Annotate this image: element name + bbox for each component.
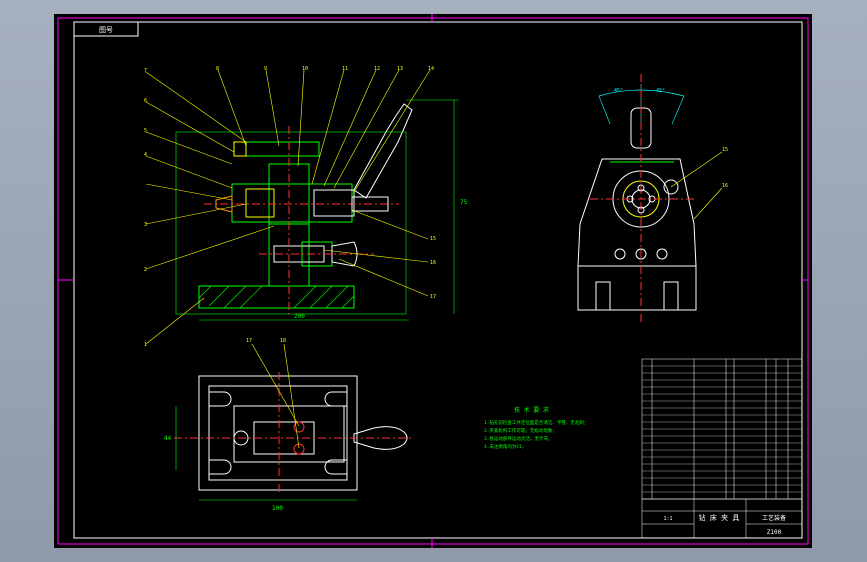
tech-req-line-4: 4.未注倒角均为C1。	[484, 443, 526, 450]
callout-1: 1	[144, 342, 147, 348]
callout-8: 8	[216, 66, 219, 72]
plan-slot-tr	[324, 391, 347, 407]
tech-req-line-3: 3.各运动部件运动灵活，无卡滞；	[484, 435, 552, 442]
plan-slot-br	[324, 459, 347, 475]
dim-plan-width: 100	[272, 505, 283, 512]
plan-slot-bl	[209, 459, 232, 475]
callout-7: 7	[144, 68, 147, 74]
angle-label-right: 45°	[656, 88, 665, 94]
plan-hole-a	[293, 421, 305, 433]
plan-hole-b	[293, 443, 305, 455]
outer-border	[57, 17, 809, 545]
front-view: 75 200	[175, 99, 468, 321]
callout-12: 12	[374, 66, 380, 72]
callout-10: 10	[302, 66, 308, 72]
title-block-number: Z100	[767, 529, 782, 536]
base-hatch	[198, 285, 355, 309]
callout-4: 4	[144, 152, 147, 158]
side-callout-15: 15	[722, 147, 728, 153]
plan-callout-18: 18	[280, 338, 286, 344]
tech-req-line-2: 2.夹紧机构工作可靠，无松动现象；	[484, 427, 557, 434]
callout-9: 9	[264, 66, 267, 72]
title-block-doc-label: 工艺装备	[762, 514, 786, 522]
front-callout-labels: 7 6 5 4 3 2 1 8 9 10 11 12 13 14 15 16 1…	[144, 66, 436, 348]
angle-label-left: 45°	[614, 88, 623, 94]
callout-14: 14	[428, 66, 434, 72]
side-view: 45° 45°	[577, 74, 728, 322]
callout-15: 15	[430, 236, 436, 242]
plan-view: 44 100 17 18	[164, 338, 414, 512]
tech-req-line-1: 1.钻孔前检查工件定位面是否清洁、平整、无毛刺；	[484, 419, 588, 426]
dim-front-height: 75	[460, 199, 468, 206]
callout-11: 11	[342, 66, 348, 72]
clamp-screw	[351, 196, 389, 212]
callout-3: 3	[144, 222, 147, 228]
title-block	[641, 498, 803, 539]
angle-arc	[598, 89, 685, 97]
plan-base	[198, 375, 358, 491]
title-block-scale: 1:1	[663, 516, 672, 522]
plan-handle	[353, 426, 408, 450]
title-block-title: 钻 床 夹 具	[699, 513, 740, 522]
callout-6: 6	[144, 98, 147, 104]
drawing-svg: 图号	[57, 14, 809, 548]
plan-body	[233, 405, 345, 463]
side-base	[577, 265, 697, 311]
frame-tag: 图号	[99, 26, 113, 34]
callout-5: 5	[144, 128, 147, 134]
plan-slot-tl	[209, 391, 232, 407]
front-callouts	[145, 69, 431, 345]
callout-16: 16	[430, 260, 436, 266]
plan-callout-17: 17	[246, 338, 252, 344]
drill-plate	[233, 141, 320, 157]
side-clamp-bolt	[663, 179, 679, 195]
tech-requirements: 技 术 要 求 1.钻孔前检查工件定位面是否清洁、平整、无毛刺； 2.夹紧机构工…	[484, 406, 588, 450]
callout-13: 13	[397, 66, 403, 72]
callout-2: 2	[144, 267, 147, 273]
tech-req-title: 技 术 要 求	[514, 406, 549, 414]
side-callout-16: 16	[722, 183, 728, 189]
front-base	[198, 285, 355, 309]
side-body	[577, 158, 697, 267]
frame-tag-box	[73, 21, 139, 37]
drill-tip	[215, 195, 233, 213]
drawing-canvas[interactable]: 图号	[54, 14, 812, 548]
inner-border	[73, 21, 803, 539]
parts-list-rows	[642, 365, 802, 493]
lever-handle	[353, 103, 413, 199]
lower-knob	[331, 241, 358, 267]
callout-17: 17	[430, 294, 436, 300]
dim-plan-height: 44	[164, 435, 172, 442]
dim-front-width: 200	[294, 313, 305, 320]
